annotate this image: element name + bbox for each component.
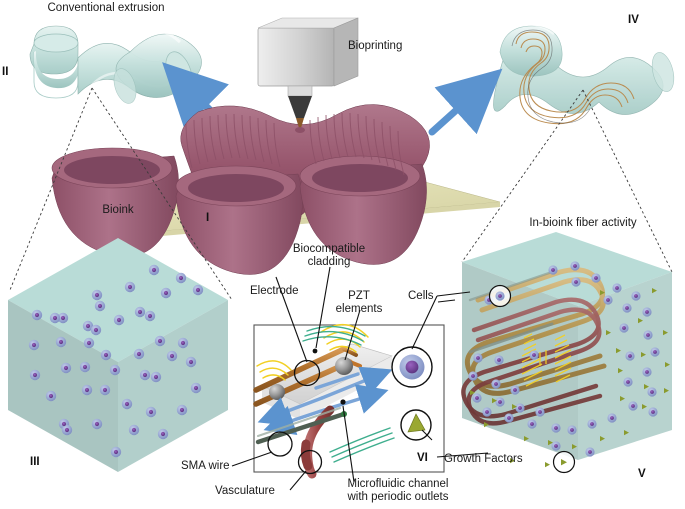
sma-wire-marker-circle <box>267 431 293 457</box>
cell-icon-vi <box>391 346 433 388</box>
callout-growth-factors: Growth Factors <box>444 453 523 465</box>
fiber-block-cells <box>468 261 660 457</box>
roman-numeral-iv: IV <box>628 14 639 26</box>
roman-numeral-ii: II <box>2 66 9 78</box>
dashed-leaders <box>9 87 673 301</box>
roman-numeral-vi: VI <box>417 452 428 464</box>
roman-numeral-iii: III <box>30 456 40 468</box>
cell-marker-circle <box>488 284 512 308</box>
title-bioprinting: Bioprinting <box>348 40 403 52</box>
growth-factor-triangles <box>470 288 670 468</box>
panel-v-fiber-activity-cube <box>461 232 672 474</box>
callout-leaders <box>231 266 489 491</box>
pzt-sphere-left <box>269 384 285 400</box>
callout-microfluidic-channel: Microfluidic channel with periodic outle… <box>347 478 449 503</box>
title-in-bioink-fiber-activity: In-bioink fiber activity <box>529 217 637 229</box>
growth-factor-marker-circle <box>552 450 576 474</box>
callout-cells: Cells <box>408 290 434 302</box>
title-bioink: Bioink <box>102 204 134 216</box>
callout-sma-wire: SMA wire <box>181 460 230 472</box>
panel-i-bioprinting <box>51 17 501 275</box>
title-conventional-extrusion: Conventional extrusion <box>47 2 165 14</box>
panel-ii-conventional-extrusion <box>29 25 202 104</box>
panel-iii-bioink-cube <box>8 238 228 472</box>
flow-direction-arrows <box>257 366 393 435</box>
sma-wire-rod <box>255 411 347 445</box>
arrow-to-panel-iv <box>428 68 503 136</box>
bioink-cells-group <box>28 264 204 458</box>
roman-numeral-i: I <box>206 212 210 224</box>
vasculature-marker-circle <box>297 449 323 475</box>
callout-pzt-elements: PZT elements <box>335 290 383 315</box>
callout-electrode: Electrode <box>250 285 299 297</box>
cladding-point <box>312 348 318 354</box>
callout-biocompatible-cladding: Biocompatible cladding <box>292 243 366 268</box>
panel-iv-fiber-embedded-construct <box>493 22 675 125</box>
pzt-sphere-right <box>335 357 353 375</box>
growth-factor-icon-vi <box>400 409 432 441</box>
printhead-body <box>257 27 335 87</box>
roman-numeral-v: V <box>638 468 646 480</box>
callout-vasculature: Vasculature <box>215 485 275 497</box>
microfluidic-point <box>340 399 346 405</box>
